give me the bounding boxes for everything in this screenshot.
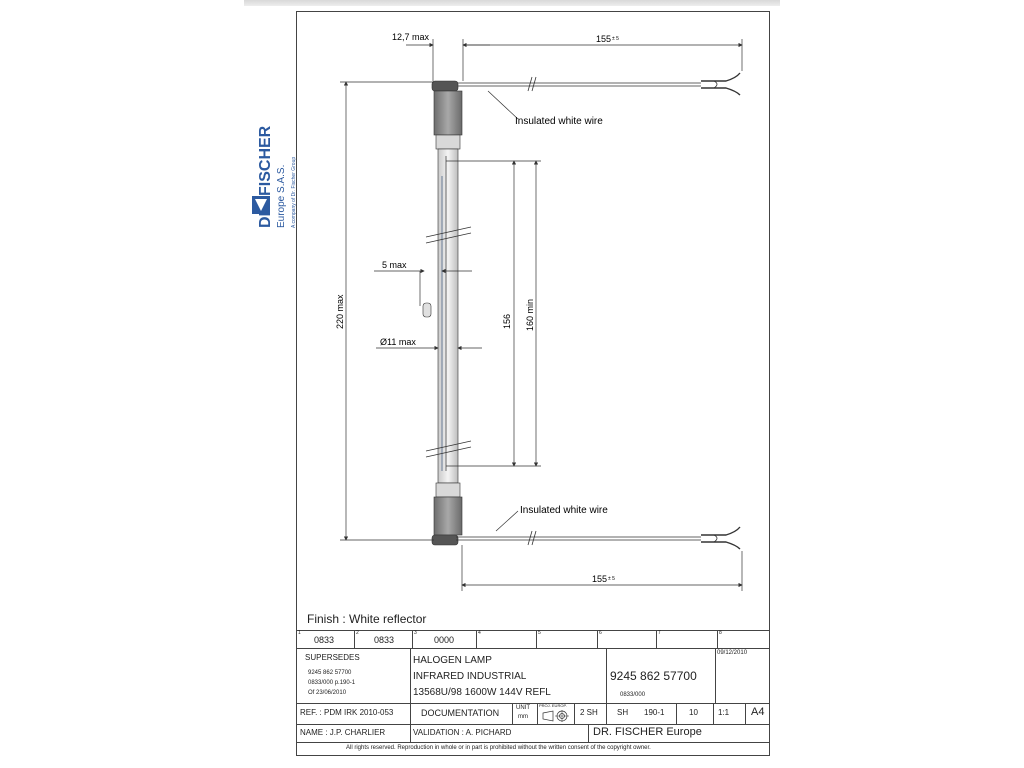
paper-format: A4 (751, 706, 765, 718)
title-divider (715, 648, 716, 703)
title-divider (606, 703, 607, 724)
unit-label: UNIT (516, 705, 530, 711)
dim-width-top (406, 39, 743, 81)
sh-label: SH (617, 708, 629, 717)
wire-length-top-label: 155 (596, 34, 611, 44)
revision-divider (476, 630, 477, 648)
projection-symbol-icon (542, 710, 569, 722)
drawing-frame (296, 11, 770, 756)
revision-top-line (296, 630, 770, 631)
revision-divider (412, 630, 413, 648)
part-sub: 0833/000 (620, 692, 646, 698)
unit-value: mm (518, 714, 528, 720)
revision-index: 3 (414, 630, 417, 636)
title-divider (606, 648, 607, 703)
title-divider (588, 724, 589, 742)
documentation-label: DOCUMENTATION (421, 708, 500, 718)
product-line-2: INFRARED INDUSTRIAL (413, 671, 527, 682)
product-line-1: HALOGEN LAMP (413, 655, 492, 666)
logo-group-note: A company of Dr. Fischer Group (291, 157, 297, 228)
pin-max-label: 5 max (382, 260, 407, 270)
projection-label: PROJ. EUROP. (539, 703, 567, 708)
reflector-length-label: 156 (502, 314, 512, 329)
title-divider (512, 703, 513, 724)
revision-index: 8 (719, 630, 722, 636)
revision-divider (536, 630, 537, 648)
dim-reflector (445, 156, 541, 471)
title-divider (537, 703, 538, 724)
leader-wire-top (487, 90, 519, 120)
logo-entity: Europe S.A.S. (276, 165, 287, 228)
title-divider (574, 703, 575, 724)
title-divider (410, 648, 411, 742)
supersedes-date: Of 23/06/2010 (308, 690, 347, 696)
width-max-label: 12,7 max (392, 32, 430, 42)
wire-bottom (456, 526, 741, 550)
wire-top-label: Insulated white wire (515, 116, 603, 127)
revision-index: 5 (538, 630, 541, 636)
ref-label: REF. : PDM IRK 2010-053 (300, 708, 394, 717)
lamp-pin (422, 302, 432, 318)
dim-wire-bottom (461, 545, 743, 591)
revision-value: 0833 (314, 635, 335, 645)
lamp-bottom-cap (431, 482, 463, 546)
title-divider (713, 703, 714, 724)
length-max-label: 220 max (335, 294, 345, 329)
copyright-notice: All rights reserved. Reproduction in who… (346, 745, 651, 751)
part-number: 9245 862 57700 (610, 669, 697, 683)
revision-divider (656, 630, 657, 648)
leader-wire-bottom (495, 510, 519, 532)
lit-length-label: 160 min (525, 299, 535, 331)
sh-number: 190-1 (644, 708, 665, 717)
dim-pin (374, 268, 472, 306)
revision-divider (597, 630, 598, 648)
validation-name: VALIDATION : A. PICHARD (413, 728, 512, 737)
title-divider (676, 703, 677, 724)
revision-divider (354, 630, 355, 648)
sh-index: 10 (689, 708, 698, 717)
page-top-shade (244, 0, 780, 8)
revision-index: 4 (478, 630, 481, 636)
finish-note: Finish : White reflector (307, 612, 427, 626)
revision-bottom-line (296, 648, 770, 649)
title-block-line (296, 703, 770, 704)
revision-index: 2 (356, 630, 359, 636)
revision-value: 0833 (374, 635, 395, 645)
company-name: DR. FISCHER Europe (593, 726, 702, 738)
tolerance-top: ± 5 (612, 36, 619, 42)
revision-index: 1 (298, 630, 301, 636)
revision-index: 6 (599, 630, 602, 636)
revision-index: 7 (658, 630, 661, 636)
product-line-3: 13568U/98 1600W 144V REFL (413, 687, 551, 698)
tolerance-bottom: ± 5 (608, 576, 615, 582)
lamp-top-cap (431, 80, 463, 150)
lamp-tube (422, 148, 472, 484)
drawing-date: 09/12/2010 (717, 650, 748, 656)
wire-top (456, 72, 741, 96)
lamp-drawing: 12,7 max 155 ± 5 Insulated white wire (335, 32, 743, 591)
wire-length-bottom-label: 155 (592, 574, 607, 584)
dr-fischer-logo: DR. FISCHER Europe S.A.S. A company of D… (252, 125, 297, 228)
revision-value: 0000 (434, 635, 455, 645)
logo-triangle-icon (252, 196, 270, 214)
diameter-max-label: Ø11 max (380, 337, 416, 347)
supersedes-ref: 9245 862 57700 (308, 670, 352, 676)
title-divider (745, 703, 746, 724)
sheets-count: 2 SH (580, 708, 598, 717)
wire-bottom-label: Insulated white wire (520, 505, 608, 516)
supersedes-page: 0833/000 p.190-1 (308, 680, 356, 686)
author-name: NAME : J.P. CHARLIER (300, 728, 386, 737)
revision-divider (717, 630, 718, 648)
title-block-line (296, 742, 770, 743)
title-block-line (296, 724, 770, 725)
scale: 1:1 (718, 708, 730, 717)
dim-overall-length (340, 81, 434, 541)
supersedes-label: SUPERSEDES (305, 653, 360, 662)
